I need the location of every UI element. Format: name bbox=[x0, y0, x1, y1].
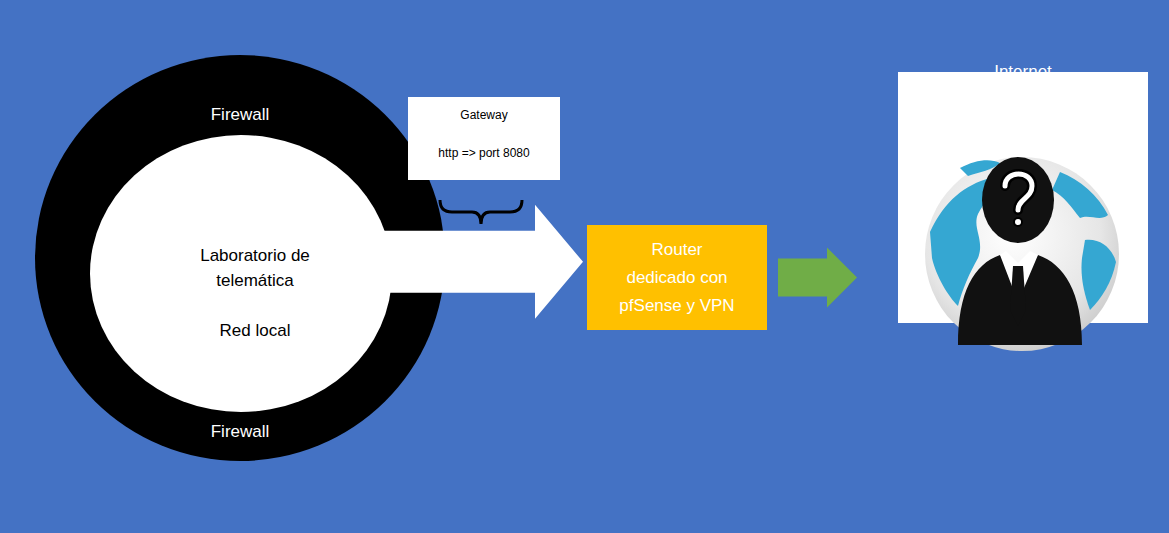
block-arrow bbox=[370, 205, 583, 319]
node-text: Firewall bbox=[211, 420, 270, 444]
node-text: Laboratorio de telemática bbox=[180, 243, 330, 293]
lan-ellipse: Laboratorio de telemáticaRed local bbox=[90, 135, 392, 412]
internet-illustration bbox=[925, 157, 1119, 351]
internet-box: Internet bbox=[898, 55, 1148, 378]
router-box: Router dedicado con pfSense y VPN bbox=[587, 225, 767, 330]
node-text: Firewall bbox=[211, 103, 270, 127]
node-text: Red local bbox=[180, 318, 330, 343]
firewall-ring: FirewallFirewallLaboratorio de telemátic… bbox=[35, 55, 445, 461]
internet-box-outline bbox=[898, 55, 1148, 378]
gateway-bracket bbox=[440, 200, 522, 224]
block-arrow bbox=[778, 248, 857, 308]
node-text: Gateway bbox=[460, 106, 507, 124]
node-text: Router dedicado con pfSense y VPN bbox=[616, 236, 738, 320]
node-text: http => port 8080 bbox=[438, 144, 529, 162]
node-text: Internet bbox=[994, 60, 1052, 84]
gateway-box: Gateway http => port 8080 bbox=[408, 97, 560, 180]
